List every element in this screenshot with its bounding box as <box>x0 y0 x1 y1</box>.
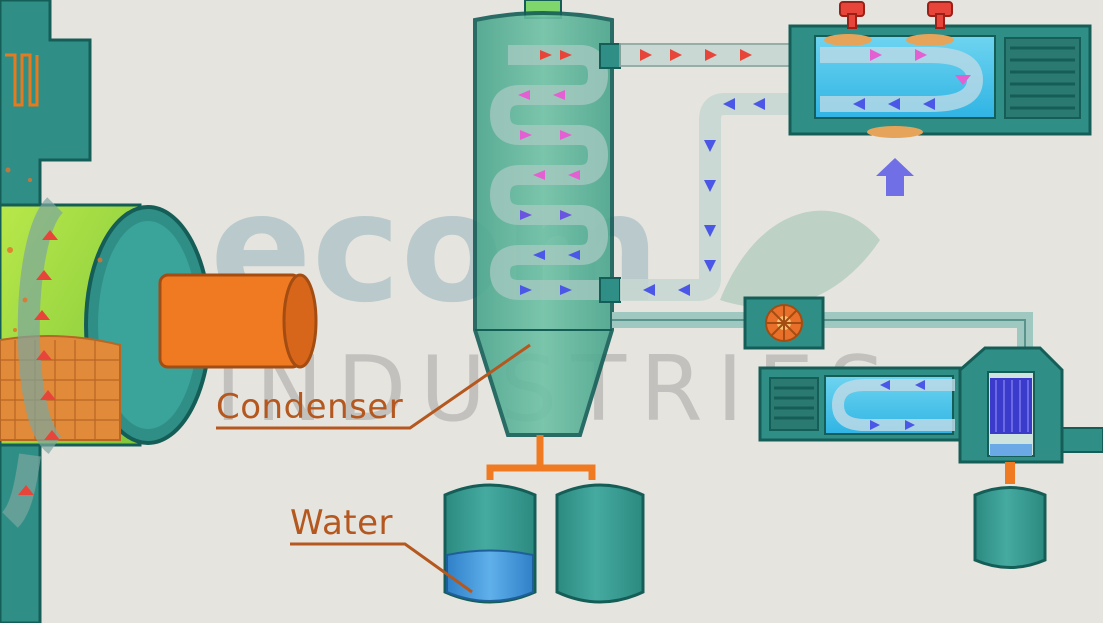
heat-exchanger-top <box>788 1 1092 196</box>
condenser-label: Condenser <box>216 387 404 427</box>
reactor-flow-arrows <box>18 230 60 495</box>
condenser-leader-line <box>216 343 531 430</box>
blower <box>743 296 825 350</box>
water-leader-line <box>290 542 473 594</box>
condenser-flow-arrows <box>518 50 580 295</box>
heat-exchanger-bottom <box>758 366 962 442</box>
reactor-shell <box>0 0 92 232</box>
hx-top-fan-grille <box>1004 37 1081 119</box>
hx-bottom-fan-grille <box>769 377 819 431</box>
cold-return-pipe <box>620 93 800 301</box>
water-level <box>446 549 534 602</box>
watermark-leaf-icon <box>720 210 880 308</box>
reactor-spiral-pipe <box>17 197 64 454</box>
reactor-coil <box>5 53 39 107</box>
reactor <box>0 0 318 623</box>
separator-tank <box>973 486 1047 569</box>
secondary-tank <box>555 483 645 604</box>
reactor-pellet-bed <box>0 335 121 441</box>
storage-tanks <box>443 483 645 604</box>
condenser-drain <box>486 435 596 480</box>
callout-lines <box>216 343 531 594</box>
water-label: Water <box>290 503 394 543</box>
condenser-column <box>473 0 621 480</box>
reactor-nozzle <box>158 273 302 369</box>
hx-bottom-u-tube <box>831 379 955 431</box>
hx-top-u-tube <box>820 47 984 112</box>
condenser-coil <box>489 45 609 300</box>
hx-top-valve-icon <box>839 1 953 29</box>
airflow-up-arrow-icon <box>876 158 914 196</box>
separator <box>958 346 1064 569</box>
separator-packing <box>990 378 1032 434</box>
